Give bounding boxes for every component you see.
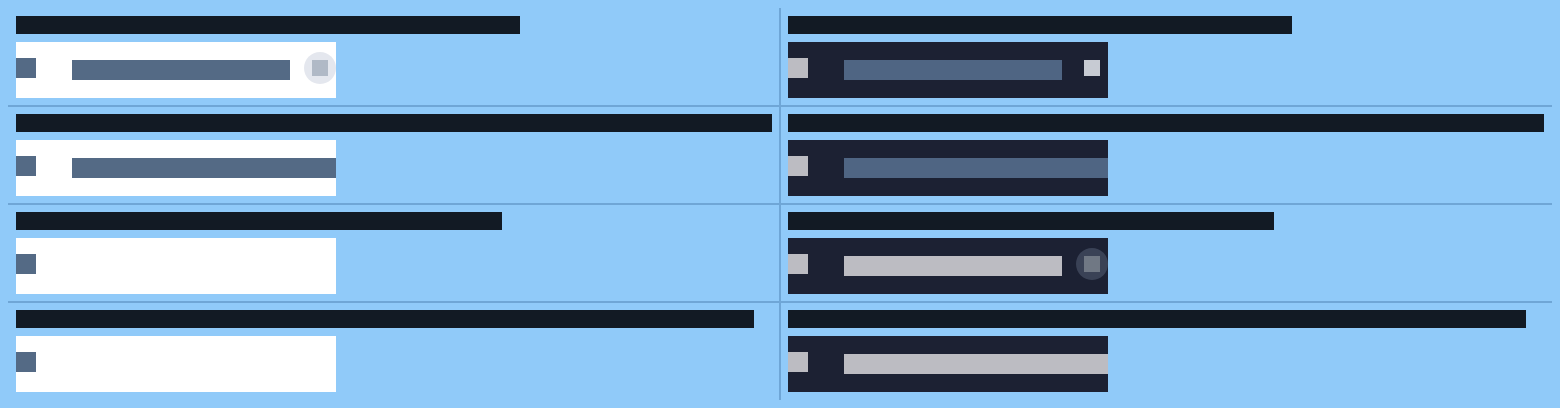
row-divider: [8, 203, 1552, 205]
dark-cell-2: [780, 106, 1552, 204]
clear-icon: [1084, 256, 1100, 272]
clear-icon: [312, 60, 328, 76]
row-divider: [8, 301, 1552, 303]
text-field[interactable]: [16, 42, 336, 98]
field-title: [788, 310, 1526, 328]
field-value: [844, 354, 1108, 374]
light-cell-4: [8, 302, 780, 400]
field-title: [16, 114, 772, 132]
field-value: [844, 256, 1062, 276]
text-field[interactable]: [788, 42, 1108, 98]
clear-button[interactable]: [304, 52, 336, 84]
dark-cell-3: [780, 204, 1552, 302]
field-leading-icon: [788, 156, 808, 176]
field-title: [16, 310, 754, 328]
field-value: [72, 158, 336, 178]
field-leading-icon: [16, 352, 36, 372]
field-title: [788, 212, 1274, 230]
dark-cell-4: [780, 302, 1552, 400]
field-leading-icon: [788, 254, 808, 274]
text-field[interactable]: [788, 238, 1108, 294]
light-cell-3: [8, 204, 780, 302]
field-leading-icon: [16, 156, 36, 176]
light-cell-2: [8, 106, 780, 204]
field-title: [788, 114, 1544, 132]
dark-cell-1: [780, 8, 1552, 106]
field-title: [16, 212, 502, 230]
text-field[interactable]: [788, 336, 1108, 392]
field-title: [788, 16, 1292, 34]
field-leading-icon: [16, 58, 36, 78]
field-leading-icon: [788, 58, 808, 78]
text-field[interactable]: [788, 140, 1108, 196]
input-field-grid: [8, 8, 1552, 400]
clear-button[interactable]: [1076, 248, 1108, 280]
text-field[interactable]: [16, 140, 336, 196]
field-leading-icon: [788, 352, 808, 372]
field-value: [72, 60, 290, 80]
clear-icon: [1084, 60, 1100, 76]
field-value: [844, 60, 1062, 80]
field-leading-icon: [16, 254, 36, 274]
text-field[interactable]: [16, 238, 336, 294]
text-field[interactable]: [16, 336, 336, 392]
field-value: [844, 158, 1108, 178]
row-divider: [8, 105, 1552, 107]
field-title: [16, 16, 520, 34]
light-cell-1: [8, 8, 780, 106]
clear-button[interactable]: [1076, 52, 1108, 84]
